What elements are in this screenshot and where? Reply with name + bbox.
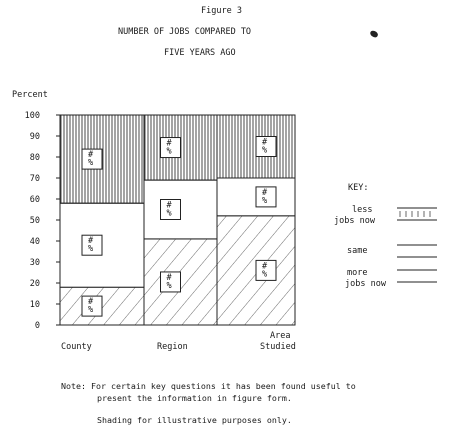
segment-label-text: # (88, 236, 94, 246)
segment-label-text: # (167, 273, 173, 283)
y-tick-label: 0 (35, 321, 40, 331)
y-tick-label: 30 (30, 258, 40, 268)
segment-label-text: # (262, 138, 268, 148)
y-tick-label: 10 (30, 300, 40, 310)
y-tick-label: 100 (25, 111, 40, 121)
y-tick-label: 40 (30, 237, 40, 247)
y-tick-label: 90 (30, 132, 40, 142)
segment-label-text: # (167, 139, 173, 149)
legend-entry-label: more (347, 268, 367, 278)
x-category-label: Region (157, 342, 188, 352)
y-tick-label: 80 (30, 153, 40, 163)
note-line-1: Note: For certain key questions it has b… (61, 381, 356, 391)
segment-label-box (255, 186, 277, 208)
chart-title-line1: NUMBER OF JOBS COMPARED TO (118, 27, 252, 37)
segment-label-box (255, 259, 277, 281)
segment-label-box (160, 199, 181, 220)
y-tick-label: 20 (30, 279, 40, 289)
segment-label-text: % (262, 196, 267, 206)
x-category-label: County (61, 342, 92, 352)
segment-label-box (81, 148, 103, 170)
note-line-2: present the information in figure form. (97, 393, 292, 403)
segment-label-text: % (88, 158, 93, 168)
segment-label-text: % (167, 209, 172, 219)
segment-label-box (160, 271, 181, 293)
figure-number: Figure 3 (201, 6, 242, 16)
segment-label-text: % (262, 269, 267, 279)
segment-label-text: % (262, 146, 267, 156)
y-tick-label: 50 (30, 216, 40, 226)
segment-label-text: # (262, 261, 268, 271)
y-axis-label: Percent (12, 90, 48, 100)
y-tick-label: 70 (30, 174, 40, 184)
segment-label-text: % (167, 147, 172, 157)
segment-label-box (255, 136, 277, 157)
x-category-label: Area (270, 331, 290, 341)
segment-label-box (81, 234, 103, 256)
x-category-label: Studied (260, 342, 296, 352)
legend-title: KEY: (348, 183, 368, 193)
legend-entry-label: jobs now (345, 279, 387, 289)
segment-label-text: # (167, 201, 173, 211)
segment-label-text: # (262, 188, 268, 198)
segment-label-text: # (88, 150, 94, 160)
segment-label-text: % (88, 305, 93, 315)
segment-label-text: # (88, 297, 94, 307)
segment-label-text: % (167, 281, 172, 291)
legend-entry-label: jobs now (334, 216, 376, 226)
legend-entry-label: less (352, 205, 372, 215)
note-line-3: Shading for illustrative purposes only. (97, 415, 292, 425)
segment-label-text: % (88, 244, 93, 254)
segment-label-box (160, 137, 181, 159)
y-tick-label: 60 (30, 195, 40, 205)
segment-label-box (81, 295, 103, 317)
legend-entry-label: same (347, 246, 367, 256)
chart-title-line2: FIVE YEARS AGO (164, 48, 236, 58)
